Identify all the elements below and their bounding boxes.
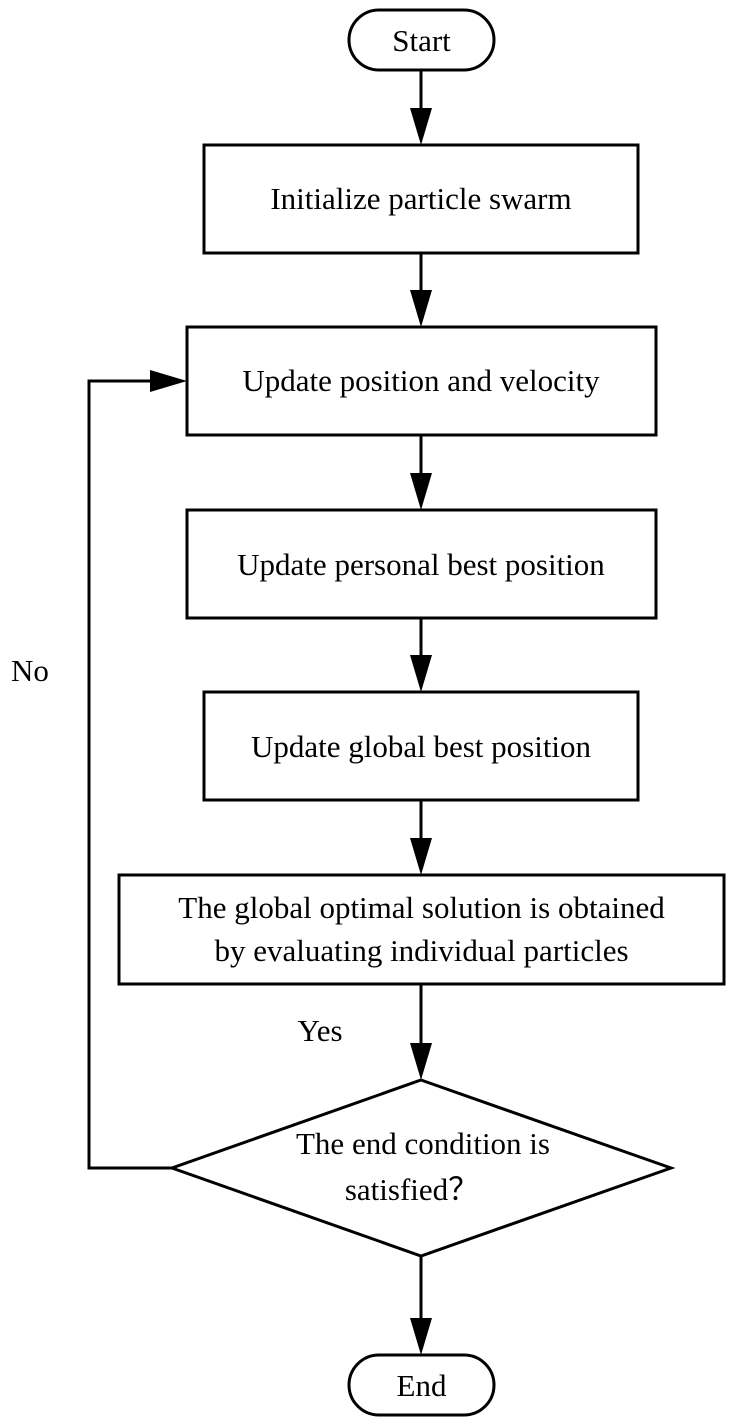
evaluate-label-line-1: The global optimal solution is obtained xyxy=(178,890,665,925)
update-global-best-label: Update global best position xyxy=(251,729,592,764)
update-personal-best-node: Update personal best position xyxy=(185,508,658,620)
evaluate-node: The global optimal solution is obtained … xyxy=(117,873,726,986)
decision-label-line-2: satisfied？ xyxy=(345,1172,479,1207)
update-position-velocity-node: Update position and velocity xyxy=(185,325,658,437)
end-node: End xyxy=(347,1353,496,1417)
update-global-best-node: Update global best position xyxy=(202,690,640,802)
arrow-personal-best-to-global-best xyxy=(410,618,432,692)
arrow-evaluate-to-decision xyxy=(410,984,432,1080)
start-label: Start xyxy=(392,23,451,58)
yes-label: Yes xyxy=(297,1013,342,1048)
arrow-decision-to-end xyxy=(410,1256,432,1355)
update-personal-best-label: Update personal best position xyxy=(237,547,605,582)
decision-node: The end condition is satisfied？ xyxy=(167,1078,676,1258)
update-position-velocity-label: Update position and velocity xyxy=(242,363,600,398)
init-label: Initialize particle swarm xyxy=(270,181,571,216)
arrow-init-to-update-position xyxy=(410,253,432,327)
arrow-update-position-to-personal-best xyxy=(410,435,432,510)
start-node: Start xyxy=(347,8,496,72)
decision-label-line-1: The end condition is xyxy=(296,1126,550,1161)
arrow-decision-no-loop xyxy=(87,370,187,1170)
init-node: Initialize particle swarm xyxy=(202,143,640,255)
arrow-global-best-to-evaluate xyxy=(410,800,432,875)
end-label: End xyxy=(397,1368,447,1403)
arrow-start-to-init xyxy=(410,70,432,145)
no-label: No xyxy=(11,653,49,688)
evaluate-label-line-2: by evaluating individual particles xyxy=(214,933,628,968)
